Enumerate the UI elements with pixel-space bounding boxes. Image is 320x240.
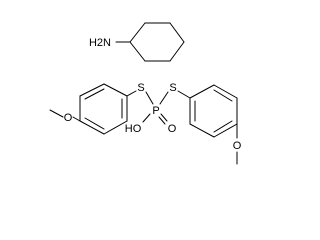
s-p-bond-left	[145, 91, 154, 105]
amine-label-text: H2N	[89, 37, 111, 49]
p-oh-bond	[142, 113, 151, 123]
left-benzene-ring	[79, 83, 128, 135]
hydroxyl-label: HO	[125, 123, 142, 135]
p-o-double-bond	[158, 113, 168, 125]
chemical-structure: H2N O S P	[49, 22, 242, 165]
right-benzene-ring	[189, 84, 238, 138]
ring-s-bond-left	[126, 90, 137, 97]
methoxy-oxygen-right: O	[233, 140, 242, 152]
right-methoxyphenyl: O	[189, 84, 242, 165]
left-methoxyphenyl: O	[49, 83, 137, 135]
s-ring-bond-right	[177, 90, 191, 99]
oxo-label: O	[168, 123, 177, 135]
o-methyl-bond-left	[49, 109, 64, 118]
amine-label: H2N	[89, 37, 111, 49]
phosphate-core: S P S HO O	[125, 82, 191, 135]
methoxy-oxygen-left: O	[64, 112, 73, 124]
cyclohexylamine: H2N	[89, 22, 185, 62]
phosphorus-label: P	[152, 105, 159, 117]
ring-o-bond-left	[72, 116, 81, 122]
cyclohexane-ring	[129, 22, 185, 62]
p-s-bond-right	[159, 91, 169, 105]
sulfur-right-label: S	[169, 82, 176, 94]
sulfur-left-label: S	[137, 82, 144, 94]
